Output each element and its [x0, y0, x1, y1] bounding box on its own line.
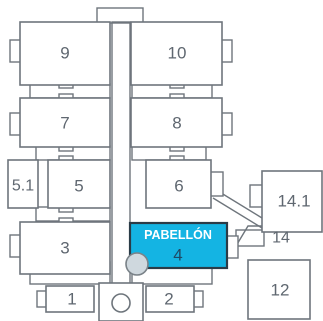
pavilion-3-label: 3 — [60, 239, 69, 258]
pavilion-2[interactable]: 2 — [145, 285, 204, 313]
pavilion-5-label: 5 — [74, 177, 83, 196]
pavilion-2-label: 2 — [164, 290, 173, 309]
pavilion-14-1-door-left — [249, 184, 264, 208]
pavilion-12-building[interactable] — [247, 259, 311, 320]
pavilion-9[interactable]: 9 — [9, 21, 111, 89]
pavilion-10-building[interactable] — [130, 21, 223, 86]
pavilion-12-label: 12 — [271, 281, 290, 300]
pavilion-1[interactable]: 1 — [36, 285, 95, 313]
pavilion-5-building[interactable] — [47, 159, 111, 209]
pavilion-5[interactable]: 5 — [47, 155, 111, 213]
corridor-top-cap — [96, 7, 144, 24]
pavilion-7-building[interactable] — [19, 97, 111, 148]
location-marker-icon[interactable] — [125, 252, 149, 276]
pavilion-14-1-building[interactable] — [261, 170, 323, 233]
pavilion-14[interactable]: 14 — [272, 230, 290, 247]
main-entrance[interactable] — [98, 282, 144, 321]
pavilion-8[interactable]: 8 — [130, 93, 233, 152]
pavilion-8-label: 8 — [172, 114, 181, 133]
pavilion-3[interactable]: 3 — [9, 217, 111, 275]
pavilion-14-1-label: 14.1 — [277, 192, 310, 211]
pavilion-4-number: 4 — [173, 246, 182, 265]
pavilion-4-title: PABELLÓN — [144, 227, 212, 242]
pavilion-3-building[interactable] — [19, 221, 111, 275]
pavilion-9-label: 9 — [60, 44, 69, 63]
pavilion-1-building[interactable] — [45, 285, 95, 313]
pavilion-12[interactable]: 12 — [247, 259, 311, 320]
pavilion-6-door-right — [209, 171, 224, 197]
pavilion-10-label: 10 — [168, 44, 187, 63]
pavilion-6-building[interactable] — [145, 159, 212, 209]
pavilion-5-1-label: 5.1 — [12, 178, 34, 195]
pavilion-8-building[interactable] — [130, 97, 223, 148]
connector-8-6 — [131, 145, 207, 161]
pavilion-7[interactable]: 7 — [9, 93, 111, 152]
pavilion-14-label: 14 — [272, 230, 290, 247]
pavilion-2-building[interactable] — [145, 285, 195, 313]
pavilion-7-label: 7 — [60, 114, 69, 133]
pavilion-6[interactable]: 6 — [145, 155, 224, 209]
pavilion-5-1[interactable]: 5.1 — [7, 159, 39, 209]
link-4-14 — [235, 225, 262, 247]
pavilion-5-1-building[interactable] — [7, 159, 39, 209]
link-6-141-b — [212, 197, 263, 229]
pavilion-9-building[interactable] — [19, 21, 111, 86]
pavilion-1-label: 1 — [67, 290, 76, 309]
pavilion-10[interactable]: 10 — [130, 21, 233, 89]
pavilion-6-label: 6 — [174, 177, 183, 196]
entrance-icon — [111, 293, 131, 313]
pavilion-14-1[interactable]: 14.1 — [249, 170, 323, 233]
corridor-spine — [111, 21, 131, 285]
